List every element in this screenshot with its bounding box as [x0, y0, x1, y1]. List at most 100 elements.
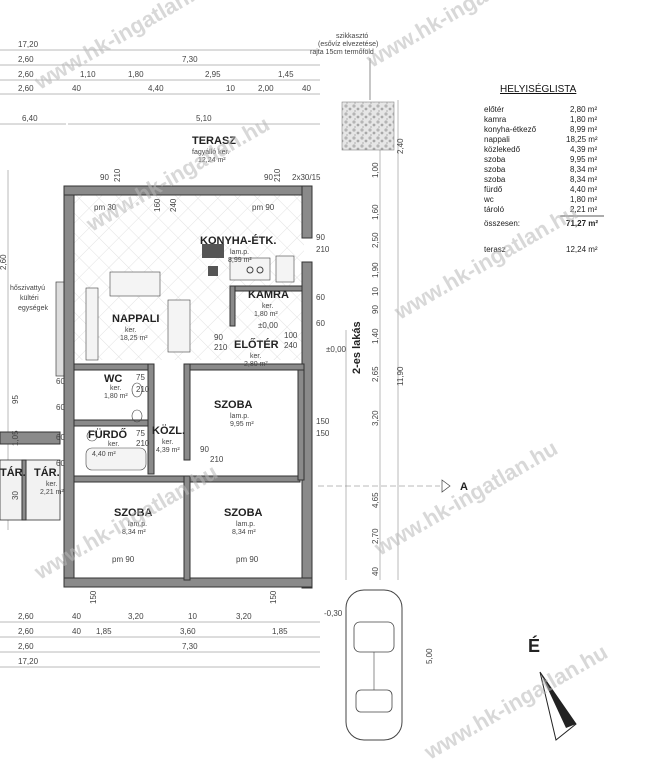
dim-label: 60 [56, 459, 65, 468]
dim-label: 60 [56, 433, 65, 442]
watermark: www.hk-ingatlan.hu [361, 0, 554, 73]
storage-label: TÁR. [34, 466, 60, 479]
toilet [131, 382, 143, 398]
room-area: 8,34 m² [232, 529, 256, 536]
dim-label: 210 [136, 385, 150, 394]
left-neighbour: TÁR. TÁR. ker. 2,21 m² hőszivattyú külté… [0, 170, 67, 530]
dim-label: 1,05 [11, 430, 20, 446]
room-floor: lam.p. [128, 521, 147, 528]
level-mark: -0,30 [324, 609, 343, 618]
dim-label: 17,20 [18, 657, 39, 666]
dim-label: 2,50 [371, 232, 380, 248]
dim-label: 2,70 [371, 528, 380, 544]
dim-label: 75 [136, 373, 145, 382]
dim-label: 11,90 [396, 366, 405, 386]
dim-label: 1,80 [128, 70, 144, 79]
dim-label: 10 [371, 287, 380, 296]
room-floor: ker. [162, 439, 173, 446]
room-area: 1,80 m² [104, 393, 128, 400]
schedule-row-area: 18,25 m² [566, 135, 598, 144]
schedule-row-area: 8,34 m² [570, 175, 597, 184]
schedule-row-name: közlekedő [484, 145, 521, 154]
heat-pump-line: egységek [18, 305, 48, 312]
dining-table [202, 244, 224, 258]
north-arrow-icon [540, 672, 576, 728]
schedule-row-area: 8,34 m² [570, 165, 597, 174]
room-name-bedroom-3: SZOBA [224, 507, 263, 519]
opening-dimensions: 90 210 90 210 pm 30 pm 90 160 240 2x30/1… [56, 168, 347, 564]
dim-label: 40 [72, 627, 81, 636]
dim-label: 3,20 [236, 612, 252, 621]
bathtub [85, 447, 147, 471]
dim-label: 2,60 [18, 84, 34, 93]
dim-label: 75 [136, 429, 145, 438]
schedule-terrace-label: terasz [484, 245, 506, 254]
schedule-row-name: szoba [484, 155, 506, 164]
storage-area: 2,21 m² [40, 489, 64, 496]
room-area: 8,34 m² [122, 529, 146, 536]
neighbour-storage-label: TÁR. [0, 466, 26, 479]
dim-label: 3,20 [371, 410, 380, 426]
room-floor: ker. [250, 353, 261, 360]
dim-label: 60 [316, 293, 325, 302]
dim-label: 4,40 [148, 84, 164, 93]
room-area: 1,80 m² [254, 311, 278, 318]
dim-label: 2x30/15 [292, 173, 321, 182]
dim-label: 210 [113, 168, 122, 182]
dim-label: 2,60 [18, 70, 34, 79]
room-name-living: NAPPALI [112, 313, 159, 325]
room-name-corridor: KÖZL. [152, 424, 185, 437]
dim-label: 40 [302, 84, 311, 93]
dim-top-total: 17,20 [18, 40, 39, 49]
storage-floor: ker. [46, 481, 57, 488]
schedule-total-value: 71,27 m² [566, 219, 598, 228]
drain-note-line: rajta 15cm termőföld [310, 49, 374, 56]
dining-chair [208, 266, 218, 276]
dim-label: pm 90 [236, 555, 259, 564]
room-name-bedroom-1: SZOBA [214, 399, 253, 411]
dim-label: 90 [316, 233, 325, 242]
washbasin [86, 430, 98, 442]
north-arrow: É [528, 635, 577, 741]
dim-label: 5,00 [425, 648, 434, 664]
tv-unit [85, 287, 99, 361]
drain-note-line: szikkasztó [336, 33, 368, 40]
dim-label: 1,40 [371, 328, 380, 344]
schedule-row-name: előtér [484, 105, 504, 114]
dim-label: 100 [284, 331, 298, 340]
dim-label: 1,85 [96, 627, 112, 636]
dim-label: 150 [316, 429, 330, 438]
bottom-dimensions: 2,60 40 150 3,20 10 3,20 150 2,60 40 1,8… [0, 590, 343, 668]
toilet [131, 409, 143, 423]
dim-label: 90 [264, 173, 273, 182]
schedule-row-name: kamra [484, 115, 507, 124]
dim-label: 4,65 [371, 492, 380, 508]
room-name-bedroom-2: SZOBA [114, 507, 153, 519]
watermark: www.hk-ingatlan.hu [419, 639, 612, 765]
dim-label: 210 [273, 168, 282, 182]
dim-label: 60 [56, 377, 65, 386]
dim-label: 2,60 [18, 627, 34, 636]
level-mark: ±0,00 [258, 321, 279, 330]
dim-label: 210 [214, 343, 228, 352]
dim-label: 30 [11, 491, 20, 500]
schedule-title: HELYISÉGLISTA [500, 82, 577, 95]
dim-label: 2,60 [18, 55, 34, 64]
room-floor: ker. [108, 441, 119, 448]
dim-label: 240 [169, 198, 178, 212]
schedule-row-area: 9,95 m² [570, 155, 597, 164]
dim-label: 40 [371, 567, 380, 576]
heat-pump-line: kültéri [20, 295, 39, 302]
dim-label: 3,60 [180, 627, 196, 636]
dim-label: 5,10 [196, 114, 212, 123]
section-mark-label: A [460, 481, 468, 493]
room-area: 4,39 m² [156, 447, 180, 454]
top-dimensions: 17,20 2,60 7,30 2,60 1,10 1,80 2,95 1,45… [0, 40, 320, 125]
level-mark: ±0,00 [326, 345, 347, 354]
dim-label: 2,95 [205, 70, 221, 79]
room-floor: lam.p. [230, 249, 249, 256]
car [345, 589, 403, 741]
dim-label: pm 30 [94, 203, 117, 212]
dim-label: 2,40 [396, 138, 405, 154]
schedule-row-area: 2,21 m² [570, 205, 597, 214]
